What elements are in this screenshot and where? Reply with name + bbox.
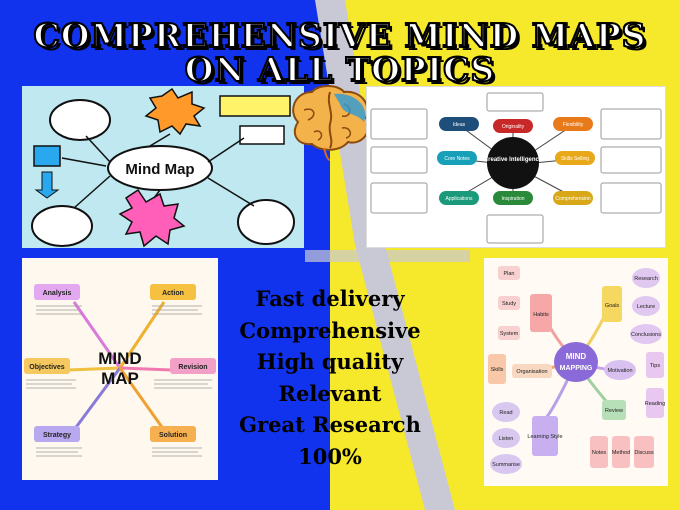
feature-comprehensive: Comprehensive	[239, 317, 421, 343]
feature-list: Fast delivery Comprehensive High quality…	[226, 283, 434, 472]
mm-node-read: Read	[499, 410, 512, 416]
mm-node-motivation: Motivation	[607, 368, 632, 374]
mindmapping-center-line1: MIND	[566, 352, 587, 361]
mm-node-research: Research	[634, 276, 658, 282]
mindmap-node-objectives: Objectives	[29, 364, 65, 371]
sketch-diagram: Mind Map	[31, 87, 295, 248]
mm-node-organisation: Organisation	[516, 369, 547, 375]
feature-relevant: Relevant	[278, 380, 382, 406]
mindmap-node-revision: Revision	[178, 364, 207, 371]
mindmap-node-analysis: Analysis	[43, 290, 72, 297]
creative-node-ideas: Ideas	[453, 122, 466, 128]
mm-node-tips: Tips	[650, 363, 660, 369]
creative-node-inspiration: Inspiration	[501, 196, 524, 202]
sketch-center-label: Mind Map	[125, 161, 194, 178]
mm-node-system: System	[500, 331, 519, 337]
feature-fast-delivery: Fast delivery	[255, 286, 405, 311]
feature-100-percent: 100%	[298, 443, 362, 469]
colored-diagram: MIND MAP Analysis Action Objectives Revi…	[24, 284, 216, 457]
mm-node-lecture: Lecture	[637, 304, 655, 310]
mind-map-sketch-panel: Mind Map	[22, 86, 304, 248]
mm-node-discuss: Discuss	[634, 450, 654, 456]
creative-center-label: Creative Intelligence	[484, 157, 543, 163]
mm-node-review: Review	[605, 408, 623, 414]
creative-node-flexibility: Flexibility	[563, 122, 584, 128]
mm-node-conclusions: Conclusions	[631, 332, 661, 338]
mm-node-summarise: Summarise	[492, 462, 520, 468]
mindmap-node-action: Action	[162, 290, 184, 297]
mindmap-center-line1: MIND	[98, 349, 141, 368]
page-title-line1: COMPREHENSIVE MIND MAPS	[33, 15, 647, 56]
mind-map-colored-panel: MIND MAP Analysis Action Objectives Revi…	[22, 258, 218, 480]
creative-node-applications: Applications	[446, 196, 473, 202]
feature-high-quality: High quality	[256, 349, 404, 374]
feature-great-research: Great Research	[239, 412, 421, 437]
mindmap-center-line2: MAP	[101, 369, 139, 388]
brain-icon	[292, 85, 370, 161]
creative-node-originality: Originality	[502, 124, 525, 130]
mm-node-goals: Goals	[605, 303, 620, 309]
mm-node-learning-style: Learning Style	[527, 434, 562, 440]
creative-node-core-notes: Core Notes	[444, 156, 470, 162]
mm-node-listen: Listen	[499, 436, 514, 442]
creative-diagram: Creative Intelligence Ideas Originality …	[370, 92, 662, 244]
mind-mapping-panel: MIND MAPPING Plan Study System Habits Go…	[484, 258, 668, 486]
mm-node-reading: Reading	[645, 401, 666, 407]
mm-node-skills: Skills	[491, 367, 504, 373]
creative-intelligence-panel: Creative Intelligence Ideas Originality …	[366, 86, 666, 248]
creative-node-skills: Skills Selling	[561, 156, 589, 162]
mindmap-node-strategy: Strategy	[43, 432, 71, 439]
creative-node-comprehension: Comprehension	[555, 196, 591, 202]
mindmap-node-solution: Solution	[159, 432, 187, 439]
mm-node-study: Study	[502, 301, 516, 307]
mm-node-plan: Plan	[503, 271, 514, 277]
mm-node-notes: Notes	[592, 450, 607, 456]
page-title-line2: ON ALL TOPICS	[184, 49, 496, 90]
mm-node-method: Method	[612, 450, 630, 456]
mind-mapping-diagram: MIND MAPPING Plan Study System Habits Go…	[488, 266, 666, 474]
mindmapping-center-line2: MAPPING	[560, 365, 593, 372]
mm-node-habits: Habits	[533, 312, 549, 318]
